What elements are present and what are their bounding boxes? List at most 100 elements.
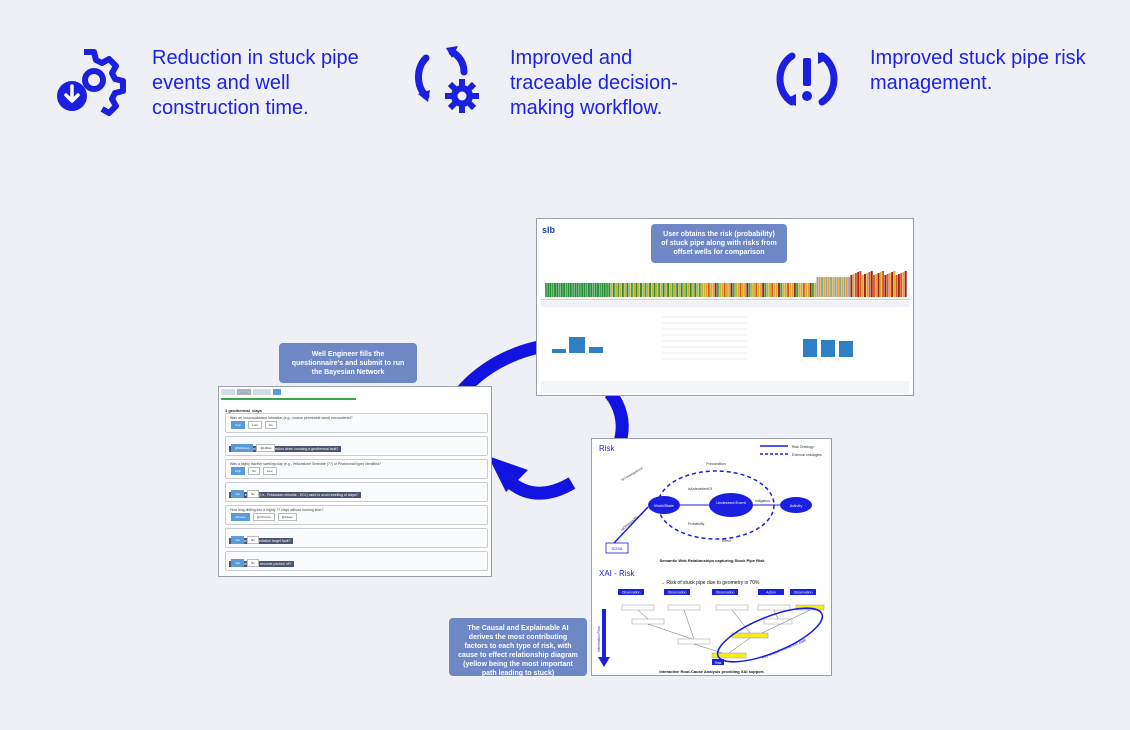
answer-option[interactable]: @HMap — [256, 444, 276, 452]
risk-bar — [710, 283, 713, 297]
answer-option[interactable]: Yes — [231, 536, 244, 544]
risk-bar — [581, 283, 584, 297]
answer-option[interactable]: High — [231, 467, 246, 475]
risk-bar — [882, 271, 885, 297]
risk-bar — [545, 283, 547, 297]
risk-bar — [723, 283, 726, 297]
answer-option[interactable]: No — [248, 467, 261, 475]
risk-bar-strip — [545, 271, 907, 297]
risk-bar — [567, 283, 570, 297]
risk-bar — [576, 283, 579, 297]
risk-bar — [827, 277, 830, 297]
risk-bar — [721, 283, 724, 297]
svg-text:isObservedBy: isObservedBy — [620, 515, 639, 532]
risk-bar — [594, 283, 597, 297]
risk-bar — [757, 283, 760, 297]
question-row: Was a highly tractive swelling clay (e.g… — [225, 459, 488, 479]
header-box-label: Observation — [668, 591, 687, 595]
risk-bar — [716, 283, 719, 297]
key-path-label: Key causal interaction path — [761, 637, 807, 660]
risk-bar — [873, 275, 875, 297]
question-row: Was an 'unconsolidated formation (e.g., … — [225, 413, 488, 433]
answer-option[interactable]: @72hours — [252, 513, 275, 521]
info-flow-label: Information Flow — [597, 626, 601, 652]
risk-bar — [800, 283, 803, 297]
risk-bar — [563, 283, 566, 297]
risk-bar — [782, 283, 785, 297]
callout-well-engineer: Well Engineer fills the questionnaire's … — [279, 343, 417, 383]
risk-bar — [778, 283, 780, 297]
risk-bar — [744, 283, 747, 297]
risk-bar — [836, 277, 839, 297]
svg-text:Effect: Effect — [722, 539, 731, 543]
risk-bar — [895, 275, 898, 297]
answer-option[interactable]: No — [264, 421, 277, 429]
benefit-risk-management: Improved stuck pipe risk management. — [772, 44, 1090, 116]
risk-bar — [784, 283, 787, 297]
risk-bar — [762, 283, 765, 297]
answer-option[interactable]: No — [246, 559, 259, 567]
risk-bar — [789, 283, 792, 297]
risk-bar — [796, 283, 799, 297]
risk-bar — [554, 283, 556, 297]
xai-title: XAI - Risk — [599, 569, 636, 578]
slb-logo: slb — [542, 225, 556, 235]
risk-bar — [644, 283, 647, 297]
risk-bar — [569, 283, 572, 297]
risk-bar — [680, 283, 683, 297]
risk-bar — [750, 283, 753, 297]
risk-bar — [775, 283, 778, 297]
risk-bar — [832, 277, 835, 297]
answer-option[interactable]: No — [246, 536, 259, 544]
risk-bar — [637, 283, 640, 297]
benefit-text: Reduction in stuck pipe events and well … — [152, 47, 359, 119]
risk-bar — [807, 283, 810, 297]
svg-text:Probability: Probability — [688, 522, 705, 526]
risk-bar — [886, 274, 889, 297]
node-sosa — [605, 542, 629, 554]
answer-option[interactable]: Yes — [231, 490, 244, 498]
risk-bar — [633, 283, 636, 297]
answer-option[interactable]: High — [231, 421, 246, 429]
risk-bar — [574, 283, 577, 297]
answer-option[interactable]: Yes — [231, 559, 244, 567]
answer-option[interactable]: Low — [248, 421, 262, 429]
risk-bar — [558, 283, 561, 297]
risk-bar — [630, 283, 633, 297]
svg-text:WorldState: WorldState — [654, 503, 674, 508]
answer-option[interactable]: Low — [263, 467, 277, 475]
risk-bar — [879, 272, 882, 297]
answer-option[interactable]: @SHHeap — [231, 444, 254, 452]
risk-bar — [746, 283, 749, 297]
risk-statement: → Risk of stuck pipe due to geometry is … — [660, 580, 760, 586]
risk-detail-panels — [552, 316, 853, 360]
risk-bar — [891, 272, 894, 297]
caption-xai: Interactive Root-Cause Analysis providin… — [659, 669, 764, 674]
risk-bar — [703, 283, 706, 297]
risk-bar — [753, 283, 756, 297]
risk-bar — [705, 283, 708, 297]
svg-text:Risk: Risk — [715, 661, 722, 665]
risk-bar — [556, 283, 559, 297]
risk-bar — [587, 283, 590, 297]
answer-option[interactable]: 24hours — [231, 513, 250, 521]
answer-option[interactable]: No — [246, 490, 259, 498]
risk-bar — [651, 283, 654, 297]
risk-bar — [834, 277, 837, 297]
risk-bar — [660, 283, 663, 297]
risk-bar — [900, 273, 903, 297]
answer-option[interactable]: @4days — [277, 513, 297, 521]
risk-bar — [603, 283, 606, 297]
risk-bar — [621, 283, 624, 297]
risk-bar — [698, 283, 701, 297]
risk-bar — [628, 283, 631, 297]
cycle-gear-icon — [415, 46, 479, 113]
risk-bar — [701, 283, 704, 297]
risk-bar — [673, 283, 676, 297]
risk-bar — [678, 283, 681, 297]
risk-bar — [658, 283, 661, 297]
risk-bar — [719, 283, 722, 297]
risk-bar — [839, 277, 842, 297]
svg-text:mitigation: mitigation — [755, 499, 770, 503]
risk-bar — [737, 283, 740, 297]
